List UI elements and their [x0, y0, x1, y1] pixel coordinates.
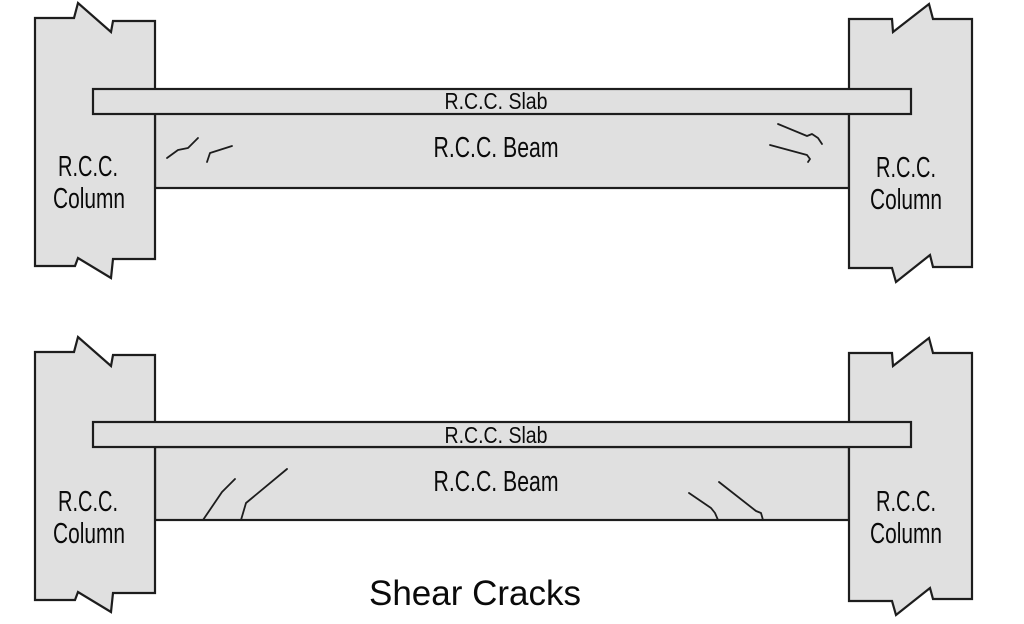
right-column-shape	[847, 2, 974, 284]
beam-crack-right-2	[718, 481, 764, 521]
bottom-diagram: R.C.C. Slab R.C.C. Beam R.C.C. Column R.…	[33, 335, 974, 617]
beam-crack-right-1	[688, 492, 719, 521]
slab-label: R.C.C. Slab	[445, 88, 548, 114]
slab-shape	[91, 420, 913, 449]
left-column-label-line2: Column	[53, 518, 125, 550]
right-column-label-line2: Column	[870, 184, 942, 216]
left-column-shape	[33, 1, 157, 280]
slab-label: R.C.C. Slab	[445, 422, 548, 448]
right-column-label-line1: R.C.C.	[876, 152, 936, 184]
beam-crack-right-2	[769, 144, 811, 163]
top-diagram: R.C.C. Slab R.C.C. Beam R.C.C. Column R.…	[33, 1, 974, 284]
beam-crack-right-1	[777, 123, 823, 145]
left-column-label-line2: Column	[53, 183, 125, 215]
right-column-label-line2: Column	[870, 518, 942, 550]
left-column-label-line1: R.C.C.	[58, 486, 118, 518]
beam-crack-left-1	[202, 478, 236, 521]
right-column-shape	[847, 336, 974, 617]
beam-label: R.C.C. Beam	[434, 466, 559, 498]
caption: Shear Cracks	[369, 574, 581, 613]
slab-shape	[91, 87, 913, 116]
beam-crack-left-2	[240, 468, 288, 521]
left-column-label-line1: R.C.C.	[58, 151, 118, 183]
right-column-label-line1: R.C.C.	[876, 486, 936, 518]
beam-label: R.C.C. Beam	[434, 132, 559, 164]
left-column-shape	[33, 335, 157, 614]
beam-crack-left-1	[166, 137, 199, 159]
beam-crack-left-2	[206, 145, 233, 163]
beam-shape	[153, 111, 851, 190]
